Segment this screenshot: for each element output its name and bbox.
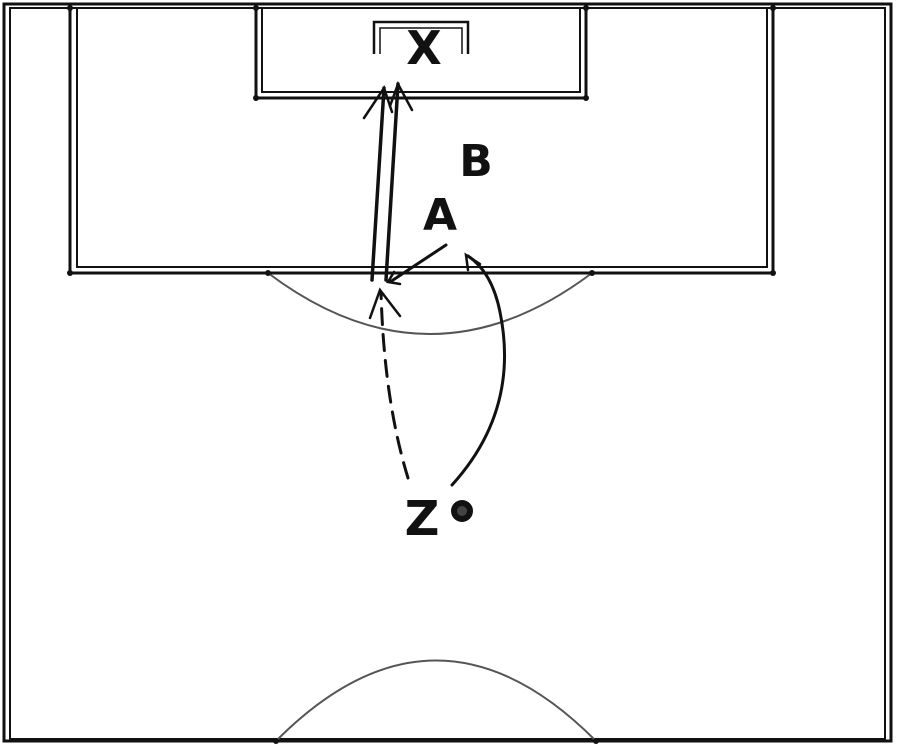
arrowhead-dashed-run [368, 287, 402, 320]
arrowhead-to-a [464, 252, 482, 272]
player-label-a: A [423, 190, 457, 241]
pass-a-to-box-edge [388, 243, 448, 284]
arrowheads [362, 80, 482, 320]
pitch-inner-boundary [9, 7, 886, 740]
arrowhead-goal-left [362, 85, 394, 120]
penalty-area-inner [76, 8, 768, 268]
shot-line-right [384, 82, 400, 282]
goal-mouth [372, 20, 470, 54]
ball-icon [451, 500, 473, 522]
player-label-z: Z [405, 491, 440, 547]
goal-area [254, 8, 588, 100]
movement-paths [370, 82, 507, 487]
arrowhead-box-edge [385, 270, 402, 286]
goal-label-x: X [406, 21, 441, 75]
penalty-area [68, 8, 775, 275]
goal-mouth-inner [379, 27, 463, 54]
arrowhead-goal-right [388, 80, 414, 112]
goal-area-inner [261, 8, 581, 93]
player-label-b: B [459, 136, 493, 187]
shot-line-left [370, 86, 386, 282]
dashed-run-path [379, 290, 410, 480]
centre-circle-arc [275, 659, 597, 742]
curved-pass-to-a [450, 254, 507, 487]
line-junction-dots [67, 5, 776, 744]
penalty-arc [267, 272, 593, 335]
